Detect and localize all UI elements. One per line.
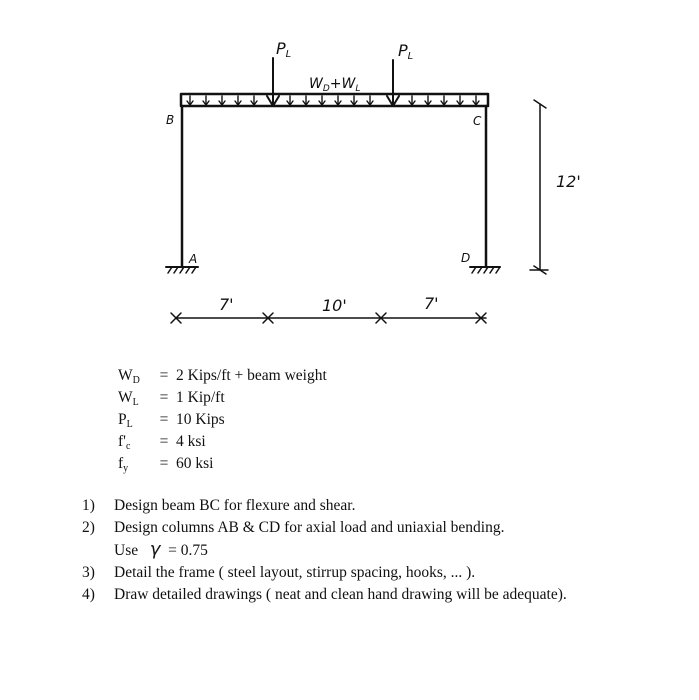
task-number: 4) — [82, 586, 95, 603]
support-a — [165, 266, 199, 274]
given-value: 10 Kips — [176, 411, 225, 428]
span-2-label: 10' — [322, 296, 347, 315]
given-equals: = — [159, 389, 169, 406]
given-symbol: fy — [118, 455, 129, 474]
given-row-fy: fy = 60 ksi — [118, 453, 327, 475]
joint-label-d: D — [461, 251, 470, 265]
task-number: 1) — [82, 497, 95, 514]
joint-label-c: C — [473, 114, 482, 128]
beam-bc — [179, 92, 490, 108]
task-number: 3) — [82, 564, 95, 581]
joint-label-a: A — [188, 252, 197, 266]
given-symbol: f'c — [118, 433, 131, 452]
given-symbol: WD — [118, 367, 140, 386]
task-text: Design beam BC for flexure and shear. — [114, 497, 356, 514]
height-dimension-label: 12' — [556, 172, 581, 191]
point-load-1-label: PL — [276, 39, 291, 60]
span-1-label: 7' — [219, 295, 234, 314]
task-list: 1) Design beam BC for flexure and shear.… — [82, 495, 642, 606]
distributed-load-label: WD+WL — [309, 76, 360, 94]
point-load-1-arrow — [266, 57, 280, 107]
given-row-pl: PL = 10 Kips — [118, 409, 327, 431]
gamma-value: = 0.75 — [168, 542, 208, 559]
gamma-line: Use γ = 0.75 — [82, 539, 642, 562]
given-row-fc: f'c = 4 ksi — [118, 431, 327, 453]
task-item: 4) Draw detailed drawings ( neat and cle… — [82, 584, 642, 606]
given-value: 1 Kip/ft — [176, 389, 225, 406]
task-item: 3) Detail the frame ( steel layout, stir… — [82, 562, 642, 584]
span-3-label: 7' — [424, 294, 439, 313]
given-value: 2 Kips/ft + beam weight — [176, 367, 327, 384]
span-dimension-line — [170, 312, 487, 324]
given-values: WD = 2 Kips/ft + beam weight WL = 1 Kip/… — [118, 365, 327, 475]
given-equals: = — [159, 455, 169, 472]
given-symbol: PL — [118, 411, 133, 430]
support-d — [469, 266, 501, 274]
given-value: 4 ksi — [176, 433, 206, 450]
point-load-2-arrow — [386, 59, 400, 107]
distributed-load-arrows — [186, 95, 480, 106]
given-equals: = — [159, 411, 169, 428]
given-row-wd: WD = 2 Kips/ft + beam weight — [118, 365, 327, 387]
task-item: 1) Design beam BC for flexure and shear. — [82, 495, 642, 517]
given-row-wl: WL = 1 Kip/ft — [118, 387, 327, 409]
task-text: Detail the frame ( steel layout, stirrup… — [114, 564, 476, 581]
task-text: Draw detailed drawings ( neat and clean … — [114, 586, 567, 603]
task-text: Design columns AB & CD for axial load an… — [114, 519, 505, 536]
task-number: 2) — [82, 519, 95, 536]
point-load-2-label: PL — [398, 41, 413, 62]
use-prefix: Use — [114, 542, 139, 559]
given-symbol: WL — [118, 389, 139, 408]
given-value: 60 ksi — [176, 455, 214, 472]
frame-sketch: PL PL WD+WL B C A D 12' 7' 10' 7' — [165, 39, 581, 324]
given-equals: = — [159, 367, 169, 384]
joint-label-b: B — [166, 113, 174, 127]
task-item: 2) Design columns AB & CD for axial load… — [82, 517, 642, 539]
given-equals: = — [159, 433, 169, 450]
height-dimension — [529, 99, 549, 275]
gamma-symbol: γ — [149, 539, 161, 560]
